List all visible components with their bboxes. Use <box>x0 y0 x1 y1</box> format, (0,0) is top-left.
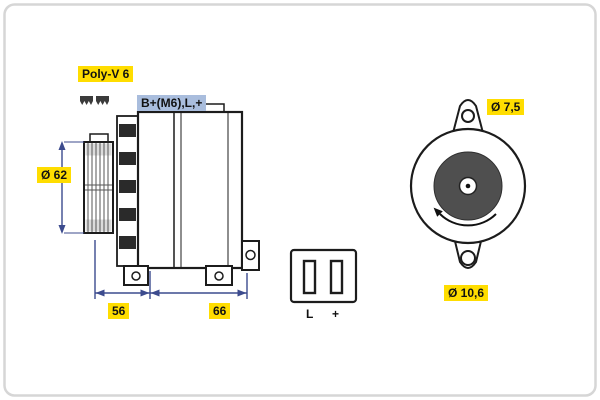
pulley <box>83 133 114 234</box>
belt-type-label: Poly-V 6 <box>78 66 134 82</box>
alternator-rear-view <box>409 99 527 269</box>
top-mounting-hole <box>461 109 475 123</box>
length-dimensions <box>94 240 248 299</box>
alternator-side-view <box>58 96 260 299</box>
dimension-56-label: 56 <box>108 303 130 319</box>
connector-plug <box>289 248 358 304</box>
connector-pin-plus-label: + <box>332 307 340 321</box>
top-hole-diameter-label: Ø 7,5 <box>487 99 525 115</box>
connector-pin-plus <box>329 259 344 295</box>
bottom-mounting-hole <box>460 250 476 266</box>
pulley-diameter-dimension <box>58 141 84 234</box>
belt-profile-icon <box>80 96 109 105</box>
shaft-center-dot <box>465 183 471 189</box>
drive-end-bracket-fins <box>116 115 139 267</box>
connector-pin-l-label: L <box>306 307 314 321</box>
pulley-diameter-label: Ø 62 <box>37 167 72 183</box>
frame-border <box>3 3 597 397</box>
dimension-66-label: 66 <box>209 303 231 319</box>
housing <box>123 103 260 286</box>
bottom-hole-diameter-label: Ø 10,6 <box>444 285 489 301</box>
connector-pin-l <box>302 259 317 295</box>
terminals-label: B+(M6),L,+ <box>137 95 207 111</box>
rotation-direction-arrow <box>433 207 497 227</box>
